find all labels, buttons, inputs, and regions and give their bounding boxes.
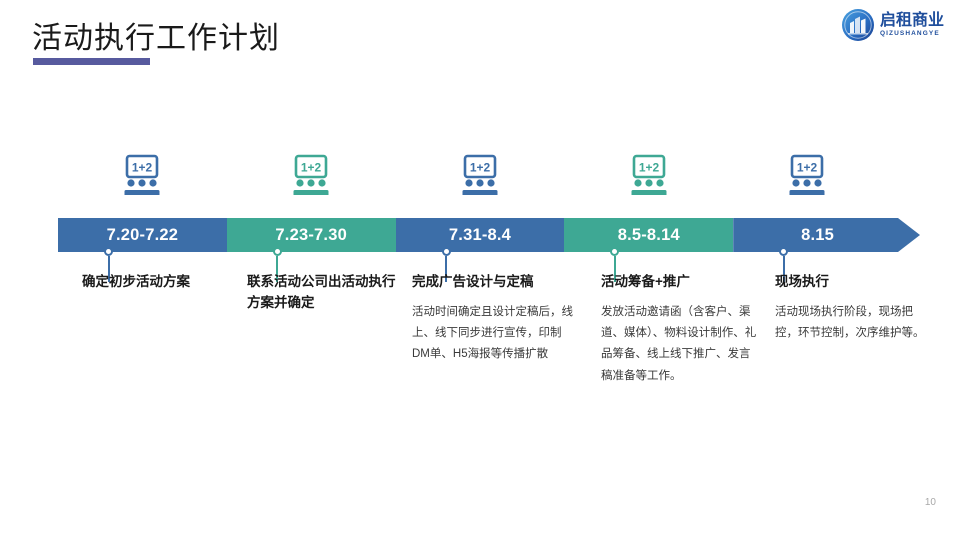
timeline-column-heading: 活动筹备+推广 xyxy=(601,274,690,289)
timeline-pin-stem xyxy=(613,256,616,282)
timeline-pin-stem xyxy=(782,256,785,282)
svg-text:1+2: 1+2 xyxy=(470,161,491,175)
timeline-pin-head xyxy=(104,247,113,256)
timeline-bar: 7.20-7.22 7.23-7.30 7.31-8.4 8.5-8.14 8.15 xyxy=(58,218,902,252)
timeline-segment-3[interactable]: 7.31-8.4 xyxy=(395,218,565,252)
timeline-segment-5[interactable]: 8.15 xyxy=(733,218,920,252)
timeline-column-2: 联系活动公司出活动执行方案并确定 xyxy=(247,272,397,323)
circular-building-logo-icon xyxy=(841,9,874,41)
timeline-column-heading: 现场执行 xyxy=(775,274,829,289)
timeline-pin-1 xyxy=(104,247,114,282)
timeline-column-5: 现场执行活动现场执行阶段，现场把控，环节控制，次序维护等。 xyxy=(775,272,935,344)
timeline-column-body: 活动时间确定且设计定稿后，线上、线下同步进行宣传，印制DM单、H5海报等传播扩散 xyxy=(412,305,573,361)
svg-text:1+2: 1+2 xyxy=(132,161,153,175)
presentation-classroom-icon: 1+2 xyxy=(621,152,677,202)
timeline-segment-4[interactable]: 8.5-8.14 xyxy=(564,218,734,252)
timeline-pin-head xyxy=(779,247,789,256)
logo-chinese-name: 启租商业 xyxy=(879,11,944,29)
presentation-classroom-icon: 1+2 xyxy=(779,152,835,202)
timeline-pin-head xyxy=(610,247,620,256)
timeline-column-1: 确定初步活动方案 xyxy=(82,272,242,302)
timeline-segment-date-label: 7.23-7.30 xyxy=(275,225,347,244)
timeline-pin-stem xyxy=(276,256,279,282)
timeline-pin-2 xyxy=(272,247,283,282)
timeline-pin-head xyxy=(272,247,282,256)
timeline-segment-2[interactable]: 7.23-7.30 xyxy=(226,218,396,252)
timeline-column-body: 活动现场执行阶段，现场把控，环节控制，次序维护等。 xyxy=(775,305,925,340)
timeline-column-heading: 联系活动公司出活动执行方案并确定 xyxy=(247,274,396,310)
timeline-column-3: 完成广告设计与定稿活动时间确定且设计定稿后，线上、线下同步进行宣传，印制DM单、… xyxy=(412,272,577,366)
brand-logo: 启租商业 QIZUSHANGYE xyxy=(841,8,944,42)
timeline-pin-3 xyxy=(441,247,452,282)
timeline-segment-date-label: 8.5-8.14 xyxy=(617,225,680,244)
timeline-pin-stem xyxy=(107,256,110,282)
timeline-segment-date-label: 7.31-8.4 xyxy=(448,225,512,244)
timeline-pin-stem xyxy=(445,256,448,282)
timeline-pin-4 xyxy=(610,247,620,282)
timeline-column-heading: 确定初步活动方案 xyxy=(82,274,190,289)
timeline-pin-5 xyxy=(779,247,789,282)
timeline-segment-date-label: 7.20-7.22 xyxy=(106,225,179,244)
timeline-column-heading: 完成广告设计与定稿 xyxy=(412,274,534,289)
presentation-classroom-icon: 1+2 xyxy=(114,152,170,202)
title-underline-accent xyxy=(33,58,150,65)
timeline-column-4: 活动筹备+推广发放活动邀请函（含客户、渠道、媒体）、物料设计制作、礼品筹备、线上… xyxy=(601,272,761,387)
svg-text:1+2: 1+2 xyxy=(301,161,322,175)
presentation-classroom-icon: 1+2 xyxy=(452,152,508,202)
timeline-segment-1[interactable]: 7.20-7.22 xyxy=(58,218,227,252)
svg-text:1+2: 1+2 xyxy=(796,161,817,175)
timeline-pin-head xyxy=(441,247,451,256)
presentation-classroom-icon: 1+2 xyxy=(283,152,339,202)
svg-text:1+2: 1+2 xyxy=(639,161,660,175)
page-number: 10 xyxy=(924,497,936,508)
timeline-segment-date-label: 8.15 xyxy=(801,225,835,244)
timeline-column-body: 发放活动邀请函（含客户、渠道、媒体）、物料设计制作、礼品筹备、线上线下推广、发言… xyxy=(601,305,757,382)
logo-text: 启租商业 QIZUSHANGYE xyxy=(879,11,944,38)
logo-english-name: QIZUSHANGYE xyxy=(879,29,940,37)
page-title: 活动执行工作计划 xyxy=(32,22,280,55)
